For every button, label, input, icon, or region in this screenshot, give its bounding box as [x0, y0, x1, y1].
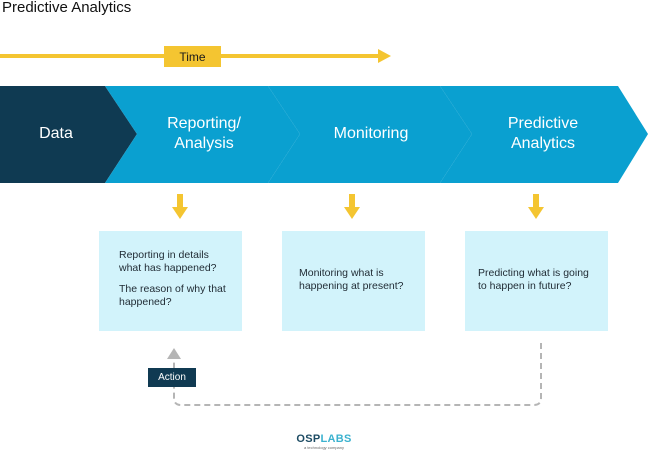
stage-label-monitoring: Monitoring — [333, 125, 409, 142]
action-label: Action — [148, 368, 196, 387]
stage-label-reporting: Reporting/ Analysis — [167, 115, 241, 152]
down-arrow-icon — [528, 194, 544, 219]
down-arrow-icon — [172, 194, 188, 219]
description-box-monitoring: Monitoring what is happening at present? — [282, 231, 425, 331]
osplabs-logo: OSPLABS a technology company — [292, 433, 356, 451]
description-box-reporting: Reporting in details what has happened? … — [99, 231, 242, 331]
stage-chevron-reporting — [105, 86, 300, 183]
feedback-loop-line — [173, 343, 542, 406]
stage-label-data: Data — [39, 125, 73, 142]
description-box-predictive: Predicting what is going to happen in fu… — [465, 231, 608, 331]
logo-tagline: a technology company — [303, 445, 345, 450]
up-arrow-icon — [167, 348, 181, 359]
time-label: Time — [164, 46, 221, 67]
description-text: The reason of why that happened? — [119, 283, 226, 308]
description-text: Reporting in details what has happened? — [119, 249, 217, 274]
stage-label-predictive: Predictive Analytics — [507, 115, 579, 152]
logo-suffix: LABS — [320, 433, 352, 445]
stage-chevron-data — [0, 86, 137, 183]
logo-prefix: OSP — [296, 433, 321, 445]
stage-chevron-predictive — [440, 86, 648, 183]
description-text: Monitoring what is happening at present? — [299, 267, 404, 292]
description-text: Predicting what is going to happen in fu… — [478, 267, 589, 292]
page-title: Predictive Analytics — [2, 0, 132, 16]
down-arrow-icon — [344, 194, 360, 219]
stage-chevron-monitoring — [268, 86, 472, 183]
